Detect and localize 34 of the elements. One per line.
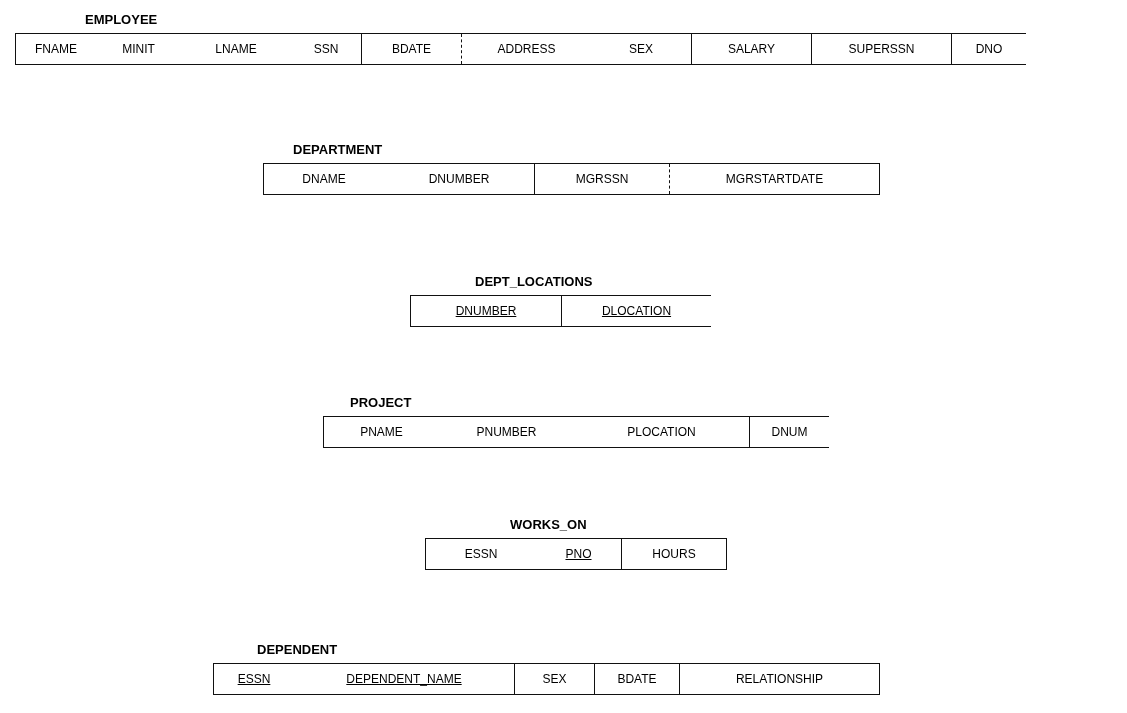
attribute-cell: BDATE (361, 34, 461, 64)
attribute-cell: FNAME (16, 34, 96, 64)
attribute-cell: HOURS (621, 539, 726, 569)
attribute-cell: PNUMBER (439, 417, 574, 447)
relation-name: PROJECT (350, 395, 412, 410)
attribute-cell: DNUMBER (384, 164, 534, 194)
attribute-cell: DNO (951, 34, 1026, 64)
attribute-cell: SEX (591, 34, 691, 64)
relation-name: WORKS_ON (510, 517, 587, 532)
relation-name: DEPENDENT (257, 642, 338, 657)
relation-name: DEPT_LOCATIONS (475, 274, 593, 289)
attribute-cell: MGRSSN (534, 164, 669, 194)
key-attribute-cell: PNO (536, 539, 621, 569)
attribute-cell: MGRSTARTDATE (669, 164, 879, 194)
attribute-cell: RELATIONSHIP (679, 664, 879, 694)
attribute-cell: SUPERSSN (811, 34, 951, 64)
attribute-cell: DNUM (749, 417, 829, 447)
attribute-cell: MINIT (96, 34, 181, 64)
attribute-cell: PNAME (324, 417, 439, 447)
attribute-cell: ADDRESS (461, 34, 591, 64)
attribute-cell: BDATE (594, 664, 679, 694)
relation-name: EMPLOYEE (85, 12, 158, 27)
attribute-cell: SSN (291, 34, 361, 64)
attribute-cell: SEX (514, 664, 594, 694)
attribute-cell: PLOCATION (574, 417, 749, 447)
key-attribute-cell: DLOCATION (561, 296, 711, 326)
key-attribute-cell: ESSN (214, 664, 294, 694)
attribute-cell: DNAME (264, 164, 384, 194)
attribute-cell: LNAME (181, 34, 291, 64)
attribute-cell: ESSN (426, 539, 536, 569)
relation-name: DEPARTMENT (293, 142, 383, 157)
key-attribute-cell: DEPENDENT_NAME (294, 664, 514, 694)
key-attribute-cell: DNUMBER (411, 296, 561, 326)
attribute-cell: SALARY (691, 34, 811, 64)
